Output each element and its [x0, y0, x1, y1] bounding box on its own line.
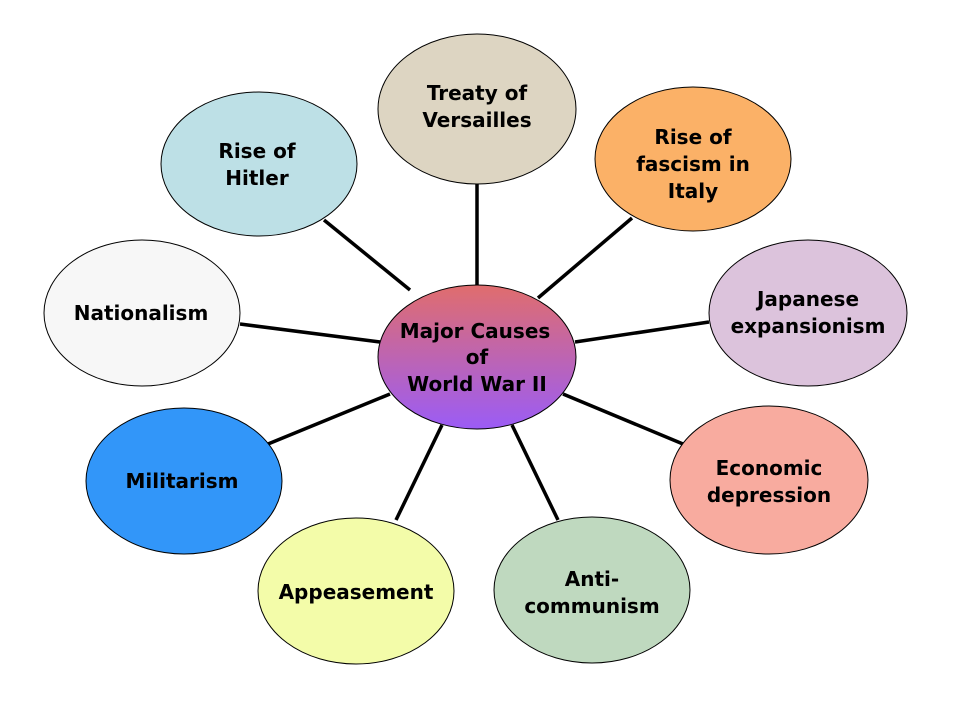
center-label-1: of	[466, 345, 489, 369]
node-fascism: Rise of fascism in Italy	[594, 86, 792, 232]
node-ellipse-anticommunism	[493, 516, 691, 664]
center-ellipse	[377, 284, 577, 430]
node-label-economic-1: depression	[707, 483, 831, 507]
node-ellipse-appeasement	[257, 517, 455, 665]
center-label-2: World War II	[407, 372, 547, 396]
node-ellipse-fascism	[594, 86, 792, 232]
node-nationalism: Nationalism	[43, 239, 241, 387]
connector-militarism	[267, 392, 391, 446]
node-label-militarism-0: Militarism	[126, 469, 239, 493]
connector-japan	[574, 320, 710, 344]
connector-anticommunism	[510, 424, 560, 521]
node-label-fascism-0: Rise of	[654, 125, 731, 149]
node-militarism: Militarism	[85, 407, 283, 555]
node-label-appeasement-0: Appeasement	[279, 580, 434, 604]
node-anticommunism: Anti-communism	[493, 516, 691, 664]
connector-hitler	[322, 218, 412, 292]
node-label-hitler-1: Hitler	[225, 166, 289, 190]
node-ellipse-militarism	[85, 407, 283, 555]
connectors	[239, 184, 710, 521]
node-ellipse-nationalism	[43, 239, 241, 387]
center-label-0: Major Causes	[400, 319, 551, 343]
node-label-anticommunism-1: communism	[524, 594, 659, 618]
connector-nationalism	[239, 322, 381, 344]
node-ellipse-treaty	[377, 33, 577, 185]
node-label-japan-0: Japanese	[755, 287, 859, 311]
node-label-hitler-0: Rise of	[218, 139, 295, 163]
node-hitler: Rise of Hitler	[160, 91, 358, 237]
node-ellipse-economic	[669, 405, 869, 555]
node-label-economic-0: Economic	[716, 456, 823, 480]
node-label-nationalism-0: Nationalism	[74, 301, 209, 325]
node-label-treaty-0: Treaty of	[427, 81, 528, 105]
connector-economic	[562, 392, 684, 446]
node-japan: Japanese expansionism	[708, 239, 908, 387]
node-ellipse-japan	[708, 239, 908, 387]
node-label-anticommunism-0: Anti-	[565, 567, 619, 591]
node-label-fascism-1: fascism in	[636, 152, 750, 176]
node-label-fascism-2: Italy	[668, 179, 718, 203]
connector-fascism	[536, 216, 634, 300]
node-ellipse-hitler	[160, 91, 358, 237]
node-label-japan-1: expansionism	[731, 314, 886, 338]
node-economic: Economic depression	[669, 405, 869, 555]
node-appeasement: Appeasement	[257, 517, 455, 665]
connector-appeasement	[394, 424, 444, 521]
node-label-treaty-1: Versailles	[422, 108, 531, 132]
node-treaty: Treaty of Versailles	[377, 33, 577, 185]
